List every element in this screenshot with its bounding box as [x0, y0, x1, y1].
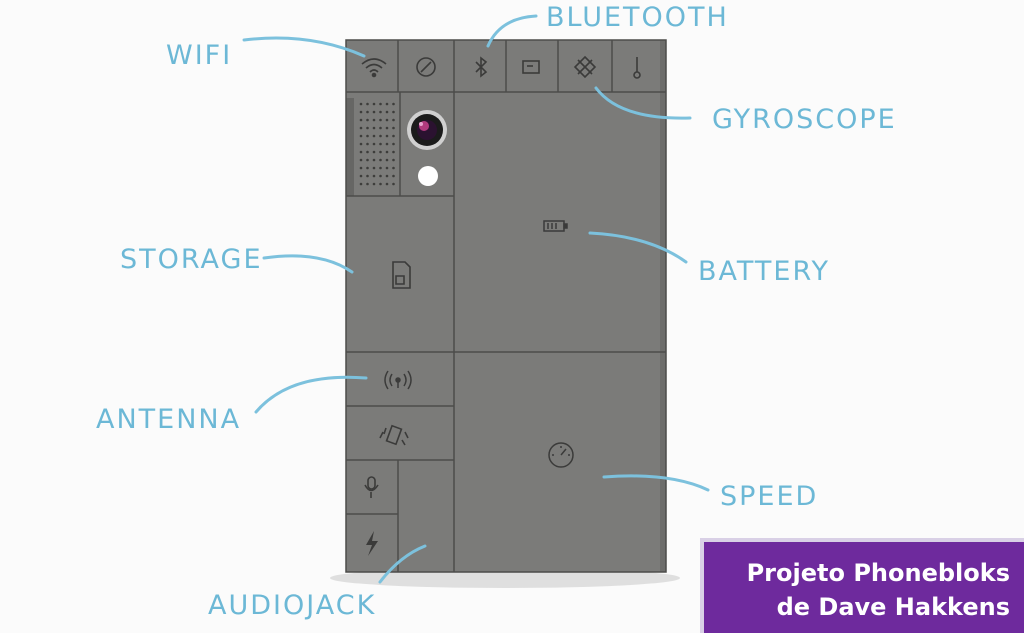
caption-box: Projeto Phonebloks de Dave Hakkens	[700, 538, 1024, 633]
grille-hole	[366, 158, 369, 162]
grille-hole	[392, 102, 395, 106]
grille-hole	[372, 110, 376, 114]
callout-lines	[242, 14, 710, 584]
power-icon	[366, 531, 378, 556]
bluetooth-icon	[475, 56, 488, 78]
label-speed: SPEED	[720, 481, 819, 512]
grille-hole	[392, 134, 395, 138]
sim-icon	[522, 60, 540, 74]
grille-hole	[379, 174, 382, 178]
grille-hole	[385, 158, 389, 162]
grille-hole	[379, 110, 382, 114]
grille-hole	[366, 166, 369, 170]
speaker-grille	[359, 102, 395, 186]
label-antenna: ANTENNA	[96, 404, 242, 435]
grille-hole	[372, 118, 376, 122]
grille-hole	[359, 142, 363, 146]
grille-hole	[372, 134, 376, 138]
grille-hole	[392, 142, 395, 146]
grille-hole	[372, 158, 376, 162]
grille-hole	[366, 182, 369, 186]
grille-hole	[385, 118, 389, 122]
label-bluetooth: BLUETOOTH	[546, 2, 729, 33]
vibration-icon	[379, 424, 409, 446]
label-battery: BATTERY	[698, 256, 830, 287]
grille-hole	[379, 134, 382, 138]
module-grid	[345, 39, 667, 573]
grille-hole	[366, 118, 369, 122]
grille-hole	[385, 182, 389, 186]
microphone-icon	[364, 476, 379, 498]
grille-hole	[372, 150, 376, 154]
grille-hole	[379, 142, 382, 146]
grille-hole	[379, 126, 382, 130]
grille-hole	[379, 158, 382, 162]
grille-hole	[366, 102, 369, 106]
grille-hole	[359, 118, 363, 122]
grille-hole	[366, 150, 369, 154]
grille-hole	[359, 166, 363, 170]
flash-icon	[418, 166, 438, 186]
grille-hole	[379, 182, 382, 186]
label-storage: STORAGE	[120, 244, 263, 275]
grille-hole	[379, 166, 382, 170]
antenna-icon	[384, 370, 412, 390]
label-wifi: WIFI	[166, 40, 233, 71]
label-audiojack: AUDIOJACK	[208, 590, 377, 621]
grille-hole	[372, 182, 376, 186]
battery-icon	[543, 220, 568, 232]
grille-hole	[372, 174, 376, 178]
grille-hole	[385, 150, 389, 154]
grille-hole	[359, 182, 363, 186]
grille-hole	[359, 134, 363, 138]
grille-hole	[392, 158, 395, 162]
thermometer-icon	[633, 57, 641, 79]
grille-hole	[392, 166, 395, 170]
caption-line-2: de Dave Hakkens	[776, 593, 1010, 621]
grille-hole	[366, 174, 369, 178]
grille-hole	[385, 174, 389, 178]
sd-card-icon	[392, 261, 411, 289]
grille-hole	[379, 118, 382, 122]
grille-hole	[385, 166, 389, 170]
camera-lens	[407, 110, 447, 150]
grille-hole	[392, 126, 395, 130]
grille-hole	[385, 142, 389, 146]
grille-hole	[392, 150, 395, 154]
grille-hole	[366, 134, 369, 138]
gyroscope-icon	[573, 55, 597, 79]
compass-icon	[416, 57, 436, 77]
grille-hole	[385, 134, 389, 138]
grille-hole	[366, 126, 369, 130]
grille-hole	[366, 110, 369, 114]
grille-hole	[392, 174, 395, 178]
grille-hole	[359, 150, 363, 154]
grille-hole	[359, 110, 363, 114]
grille-hole	[372, 142, 376, 146]
grille-hole	[366, 142, 369, 146]
grille-hole	[359, 158, 363, 162]
grille-hole	[372, 166, 376, 170]
grille-hole	[385, 102, 389, 106]
grille-hole	[372, 102, 376, 106]
grille-hole	[392, 110, 395, 114]
grille-hole	[359, 174, 363, 178]
grille-hole	[359, 102, 363, 106]
grille-hole	[392, 118, 395, 122]
wifi-icon	[361, 58, 387, 78]
grille-hole	[379, 150, 382, 154]
caption-line-1: Projeto Phonebloks	[746, 559, 1010, 587]
grille-hole	[392, 182, 395, 186]
grille-hole	[372, 126, 376, 130]
grille-hole	[385, 110, 389, 114]
speedometer-icon	[548, 442, 574, 468]
grille-hole	[359, 126, 363, 130]
label-gyroscope: GYROSCOPE	[712, 104, 897, 135]
grille-hole	[379, 102, 382, 106]
grille-hole	[385, 126, 389, 130]
